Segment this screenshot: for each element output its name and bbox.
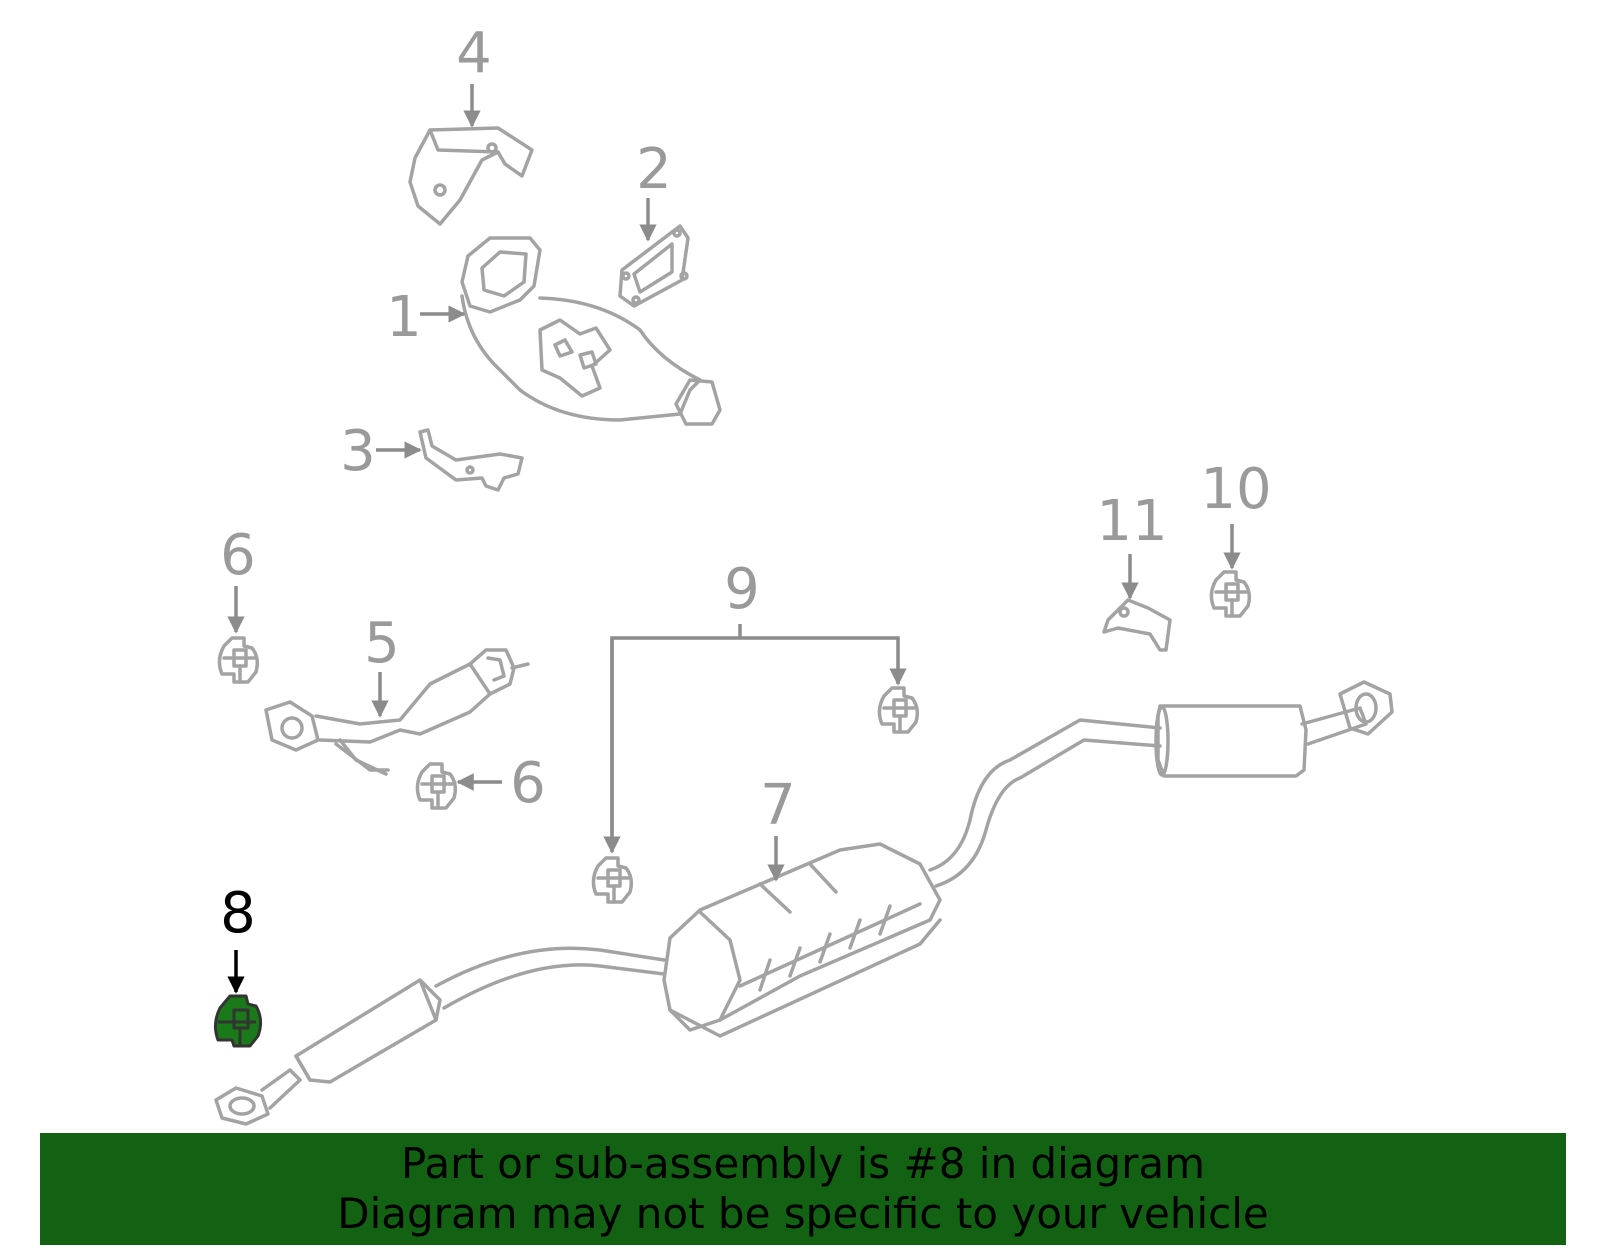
callout-1: 1 [386,285,422,350]
hanger-part-6-lower[interactable] [415,762,458,810]
hanger-part-6-upper[interactable] [217,636,260,684]
heat-shield-part-4[interactable] [408,126,534,226]
callout-2: 2 [636,137,672,202]
banner-line-2: Diagram may not be specific to your vehi… [337,1189,1269,1238]
banner-line-1: Part or sub-assembly is #8 in diagram [400,1139,1206,1188]
hanger-part-9-left[interactable] [591,856,634,904]
hanger-part-9-right[interactable] [877,686,920,734]
callout-3: 3 [340,419,376,484]
leader-lines [227,84,1241,994]
callout-8: 8 [220,881,256,946]
exhaust-manifold-part-1[interactable] [460,236,722,426]
bracket-part-3[interactable] [418,428,524,492]
hanger-part-8-highlighted[interactable] [213,994,263,1048]
callout-6-upper: 6 [220,523,256,588]
info-banner: Part or sub-assembly is #8 in diagram Di… [40,1133,1566,1245]
bracket-part-11[interactable] [1102,598,1172,652]
callout-11: 11 [1096,489,1167,554]
muffler-assembly-part-7[interactable] [214,680,1394,1126]
callout-labels: 4 2 1 3 6 5 6 9 7 11 10 8 [220,21,1271,946]
callout-7: 7 [760,773,796,838]
callout-6-lower: 6 [510,751,546,816]
callout-10: 10 [1200,457,1271,522]
callout-5: 5 [364,611,400,676]
hanger-part-10[interactable] [1209,570,1252,618]
gasket-part-2[interactable] [618,224,690,308]
callout-9: 9 [724,557,760,622]
front-pipe-part-5[interactable] [264,648,530,776]
callout-4: 4 [456,21,492,86]
